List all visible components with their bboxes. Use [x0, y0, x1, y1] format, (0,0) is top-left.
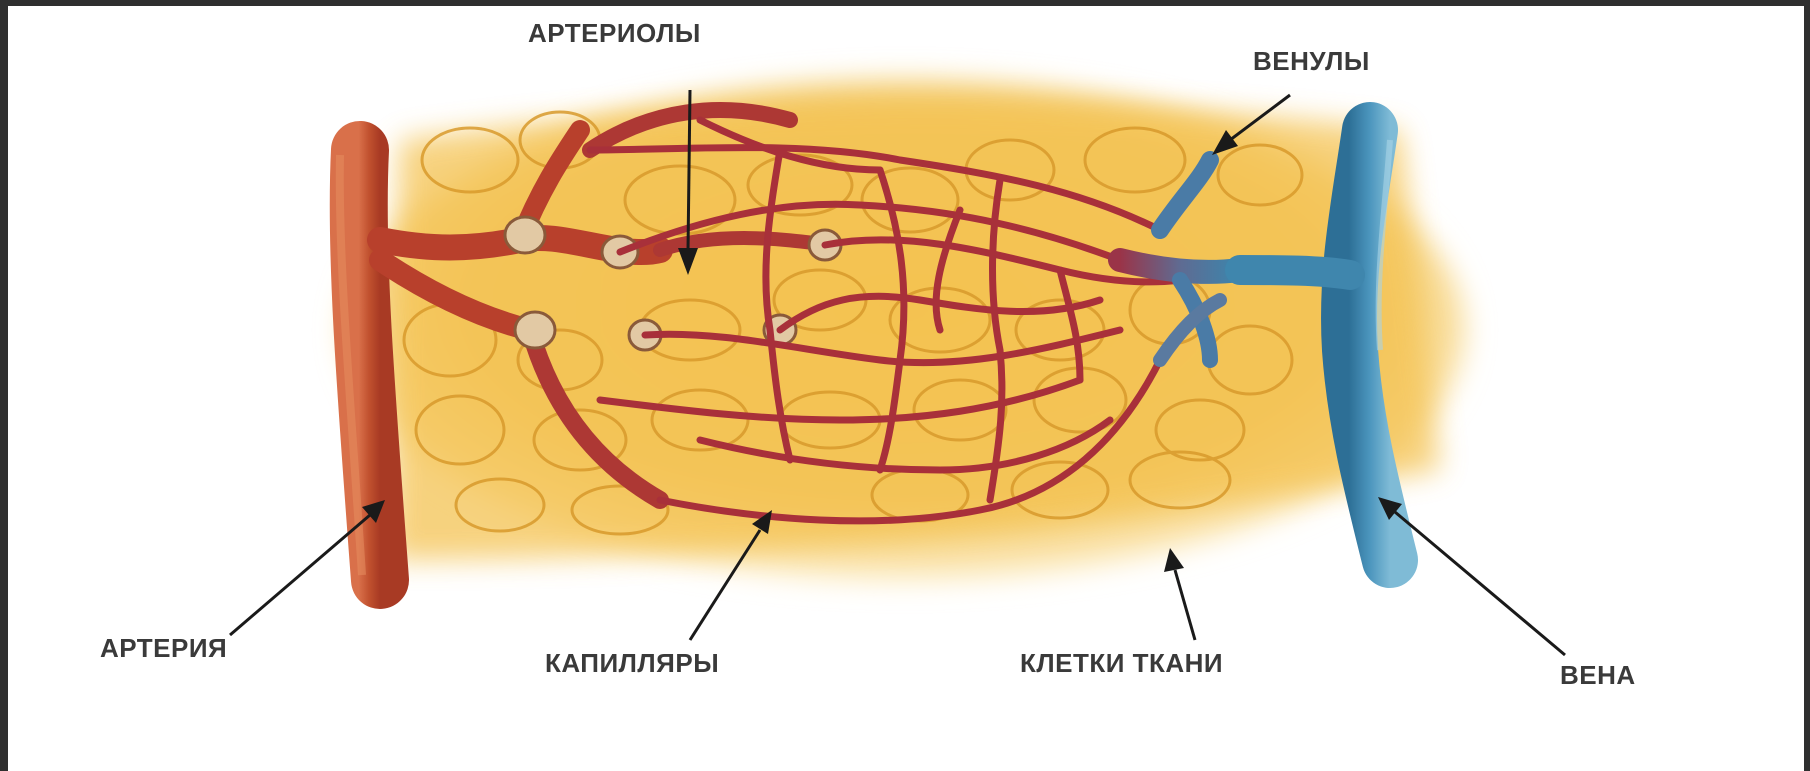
- label-venules: ВЕНУЛЫ: [1253, 46, 1370, 77]
- label-artery: АРТЕРИЯ: [100, 633, 227, 664]
- label-vein: ВЕНА: [1560, 660, 1636, 691]
- label-tissue-cells: КЛЕТКИ ТКАНИ: [1020, 648, 1223, 679]
- arrow-tissue-cells: [1164, 548, 1195, 640]
- label-capillaries: КАПИЛЛЯРЫ: [545, 648, 719, 679]
- label-arterioles: АРТЕРИОЛЫ: [528, 18, 701, 49]
